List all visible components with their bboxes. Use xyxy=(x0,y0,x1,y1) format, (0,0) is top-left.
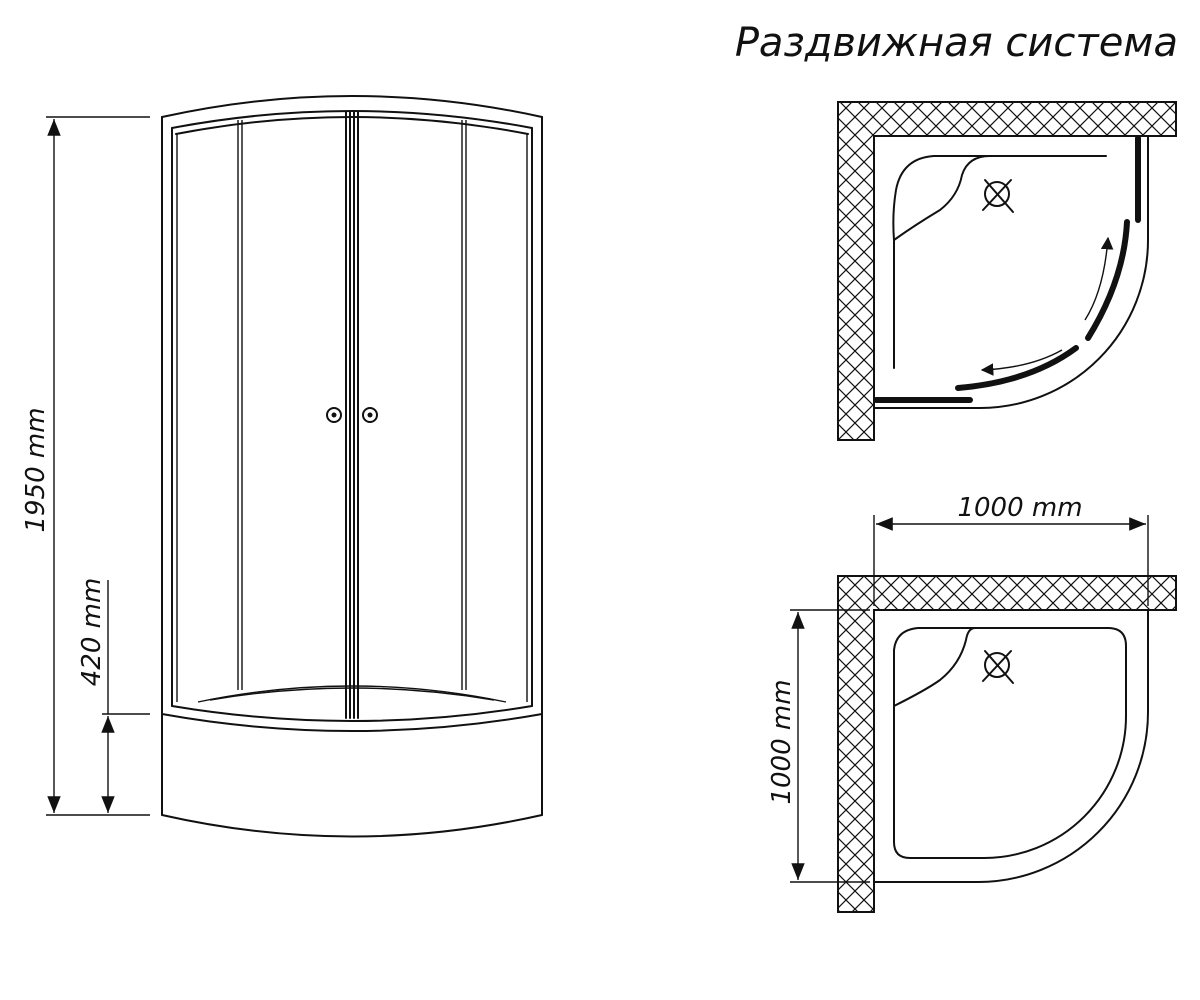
frame-top-inner xyxy=(171,110,533,129)
wall-section xyxy=(837,575,1177,913)
tray-bottom xyxy=(161,814,543,838)
sliding-direction-arrow-icon xyxy=(1084,236,1114,321)
height-dimension: 1950 mm xyxy=(21,116,150,816)
plan-dimensions: 1000 mm 1000 mm xyxy=(767,493,1177,913)
diagram-title: Раздвижная система xyxy=(735,20,1178,66)
tray-height-label: 420 mm xyxy=(77,578,107,687)
door-handle-icon xyxy=(326,407,342,423)
tray-height-dimension: 420 mm xyxy=(77,578,150,813)
depth-label: 1000 mm xyxy=(767,679,797,804)
frame-top-inner-2 xyxy=(175,116,529,135)
drain-icon xyxy=(982,179,1014,213)
tray-top-edge xyxy=(161,713,543,732)
drain-icon xyxy=(982,650,1014,684)
wall-section xyxy=(837,101,1177,441)
door-handle-icon xyxy=(362,407,378,423)
tray-back-edge xyxy=(197,685,507,703)
plan-sliding xyxy=(837,101,1177,441)
front-view xyxy=(161,95,543,838)
height-label: 1950 mm xyxy=(21,407,51,532)
sliding-direction-arrow-icon xyxy=(980,349,1063,376)
frame-top-outer xyxy=(161,95,543,118)
width-label: 1000 mm xyxy=(957,493,1082,523)
